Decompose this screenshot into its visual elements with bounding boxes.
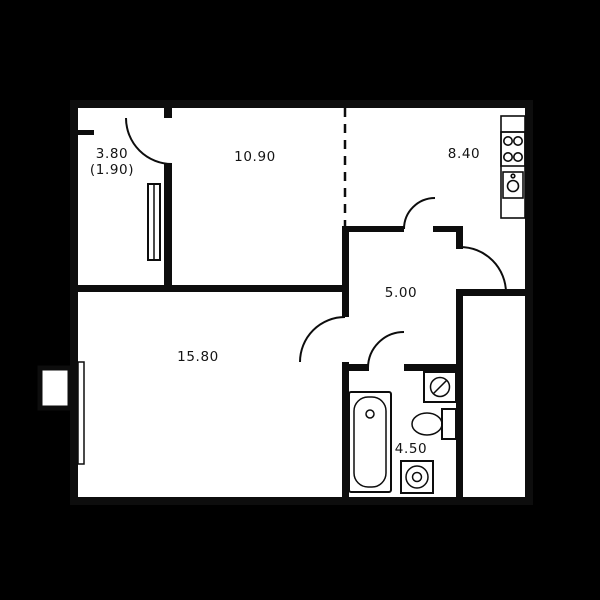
room-label-bathroom: 4.50 bbox=[395, 441, 427, 457]
room-labels: 3.80 (1.90) 10.90 8.40 5.00 15.80 4.50 bbox=[90, 146, 480, 457]
room-label-loggia: 3.80 bbox=[96, 146, 128, 162]
kitchen-sink-icon bbox=[502, 171, 524, 199]
toilet-icon bbox=[411, 408, 457, 440]
wall-exterior-right bbox=[525, 100, 533, 505]
wall-hall-east bbox=[456, 293, 463, 498]
bathtub-icon bbox=[348, 391, 392, 493]
wall-exterior-top bbox=[70, 100, 533, 108]
kitchen-fixtures bbox=[500, 115, 526, 219]
wall-hall-east-stub bbox=[456, 226, 463, 249]
wall-hall-west-upper bbox=[342, 228, 349, 317]
door-arc-bathroom bbox=[367, 331, 405, 369]
wall-loggia-divider-stub bbox=[164, 108, 172, 118]
room-label-hallway: 5.00 bbox=[385, 285, 417, 301]
wall-bath-north-right bbox=[404, 364, 463, 371]
wall-living-top bbox=[70, 285, 349, 292]
wall-loggia-divider bbox=[164, 164, 172, 288]
door-arc-living bbox=[299, 316, 346, 363]
bathroom-fixtures bbox=[348, 371, 457, 494]
door-arc-entry bbox=[459, 246, 507, 294]
wall-hall-north-left bbox=[342, 226, 404, 232]
vent-shaft bbox=[37, 365, 73, 411]
stove-icon bbox=[500, 131, 526, 167]
kitchen-counter bbox=[500, 115, 526, 219]
room-label-room: 10.90 bbox=[234, 149, 276, 165]
radiator-living-room bbox=[77, 361, 85, 465]
washing-machine-icon bbox=[400, 460, 434, 494]
wall-stub-loggia bbox=[78, 130, 94, 135]
wall-hall-west-lower bbox=[342, 362, 349, 498]
wall-exterior-left bbox=[70, 100, 78, 505]
wall-exterior-bottom bbox=[70, 497, 533, 505]
room-label-kitchen: 8.40 bbox=[448, 146, 480, 162]
wall-hall-north-right bbox=[433, 226, 463, 232]
walls bbox=[70, 100, 533, 505]
wall-bath-north-left bbox=[342, 364, 369, 371]
doors bbox=[125, 117, 507, 369]
wall-nook-south bbox=[456, 289, 533, 296]
washbasin-icon bbox=[423, 371, 457, 403]
door-arc-loggia bbox=[125, 117, 173, 165]
room-label-loggia-secondary: (1.90) bbox=[90, 162, 134, 178]
windows bbox=[77, 183, 161, 465]
door-arc-kitchen bbox=[403, 197, 436, 230]
room-label-living-room: 15.80 bbox=[177, 349, 219, 365]
